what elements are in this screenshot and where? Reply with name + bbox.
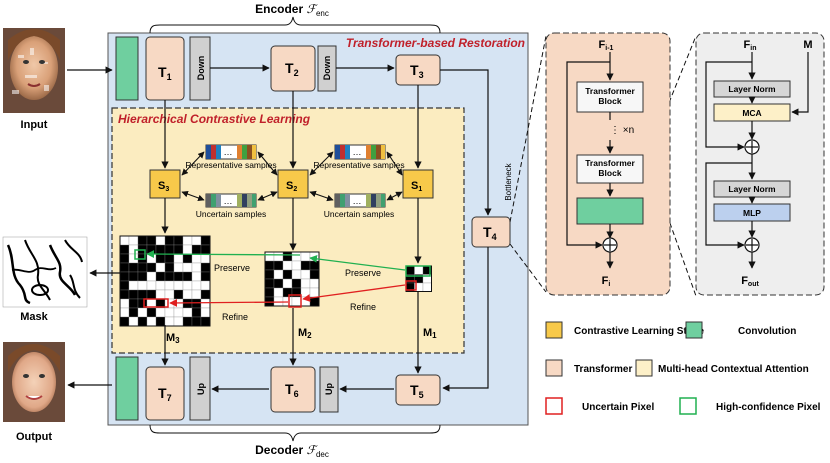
fi-1-label: Fi-1	[599, 39, 614, 52]
unc-samples-right: Uncertain samples	[324, 209, 394, 219]
input-image	[3, 28, 65, 113]
encoder-conv	[115, 36, 139, 101]
stage-s1	[402, 169, 434, 199]
t2-label: T2	[285, 60, 299, 78]
block-t5	[395, 374, 441, 406]
s3-label: S3	[158, 180, 169, 193]
s2-label: S2	[286, 180, 297, 193]
svg-text:…: …	[224, 147, 233, 157]
up-1-label: Up	[196, 383, 206, 395]
hcl-title: Hierarchical Contrastive Learning	[118, 112, 311, 126]
layer-norm-2-label: Layer Norm	[728, 184, 776, 194]
down-1-label: Down	[196, 56, 206, 81]
block-detail-panel	[695, 32, 825, 296]
decoder-label: Decoder ℱdec	[255, 443, 329, 458]
encoder-brace	[149, 16, 441, 34]
m1-refine-box	[405, 280, 417, 291]
legend-label-5: High-confidence Pixel	[716, 402, 821, 413]
mlp-label: MLP	[743, 208, 761, 218]
fin-label: Fin	[744, 39, 757, 52]
sample-bar-unc-right: …	[334, 193, 386, 208]
output-image	[3, 342, 65, 422]
m3-preserve-box	[134, 249, 146, 260]
grid-m1	[405, 265, 432, 292]
svg-text:…: …	[353, 196, 362, 206]
sample-bar-rep-left: …	[205, 144, 257, 160]
svg-text:…: …	[224, 196, 233, 206]
output-label: Output	[16, 431, 52, 443]
bottleneck-label: Bottleneck	[504, 162, 513, 200]
legend-swatch-4	[545, 397, 563, 415]
legend-label-2: Transformer	[574, 364, 632, 375]
up-1	[189, 356, 211, 421]
encoder-label: Encoder ℱenc	[255, 2, 329, 18]
legend-label-1: Convolution	[738, 326, 796, 337]
layer-norm-1-label: Layer Norm	[728, 84, 776, 94]
m2-label: M2	[298, 327, 312, 340]
legend-swatch-0	[545, 321, 563, 339]
m2-refine-box	[288, 294, 302, 308]
m3-refine-box	[143, 298, 169, 308]
detail-conv	[576, 197, 644, 225]
unc-samples-left: Uncertain samples	[196, 209, 266, 219]
legend: Contrastive Learning Stage Convolution T…	[545, 321, 821, 415]
fi-label: Fi	[602, 275, 611, 288]
stage-s2	[277, 169, 309, 199]
legend-swatch-1	[685, 321, 703, 339]
up-2	[319, 366, 339, 413]
t1-label: T1	[158, 64, 172, 82]
mca-label: MCA	[742, 108, 761, 118]
legend-label-0: Contrastive Learning Stage	[574, 326, 704, 337]
t6-label: T6	[285, 381, 299, 399]
t5-label: T5	[410, 382, 424, 400]
input-label: Input	[21, 119, 48, 131]
sample-bar-unc-left: …	[205, 193, 257, 208]
t7-label: T7	[158, 385, 172, 403]
s1-label: S1	[411, 180, 422, 193]
rep-samples-left: Representative samples	[185, 160, 276, 170]
svg-text:…: …	[353, 147, 362, 157]
grid-m3	[119, 235, 211, 327]
up-2-label: Up	[324, 383, 334, 395]
decoder-conv	[115, 356, 139, 421]
m-input-label: M	[803, 39, 812, 51]
down-2-label: Down	[322, 56, 332, 81]
t3-label: T3	[410, 62, 424, 80]
preserve-label-1: Preserve	[214, 263, 250, 273]
mask-label: Mask	[20, 311, 48, 323]
decoder-brace	[149, 424, 441, 442]
rep-samples-right: Representative samples	[313, 160, 404, 170]
block-t6	[270, 366, 316, 413]
t4-label: T4	[483, 224, 497, 242]
m1-preserve-box	[405, 265, 431, 277]
m3-label: M3	[166, 332, 180, 345]
repeat-label: ⋮ ×n	[610, 125, 634, 136]
block-t4	[471, 216, 511, 248]
legend-label-4: Uncertain Pixel	[582, 402, 654, 413]
legend-swatch-3	[635, 359, 653, 377]
m1-label: M1	[423, 327, 437, 340]
preserve-label-2: Preserve	[345, 268, 381, 278]
restoration-title: Transformer-based Restoration	[346, 36, 525, 50]
block-t7	[145, 366, 185, 421]
refine-label-1: Refine	[222, 312, 248, 322]
transformer-block-1	[576, 81, 644, 113]
legend-label-3: Multi-head Contextual Attention	[658, 364, 809, 375]
mask-image	[2, 236, 88, 308]
sample-bar-rep-right: …	[334, 144, 386, 160]
refine-label-2: Refine	[350, 302, 376, 312]
fout-label: Fout	[741, 275, 759, 288]
legend-swatch-2	[545, 359, 563, 377]
legend-swatch-5	[679, 397, 697, 415]
